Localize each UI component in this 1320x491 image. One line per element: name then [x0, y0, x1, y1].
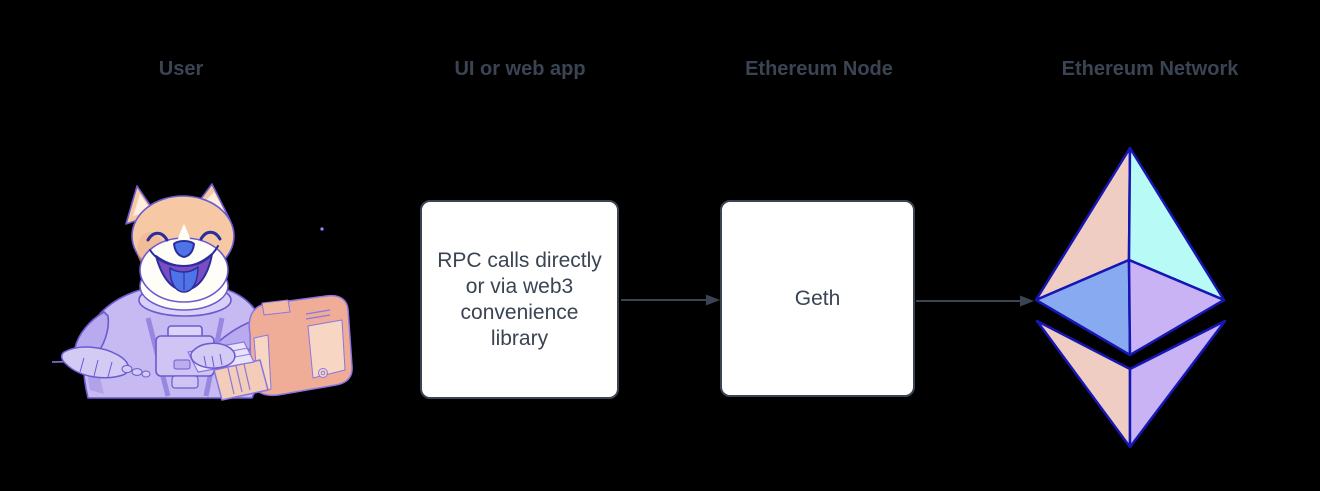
- doge-head: [125, 183, 235, 311]
- eth-face-mid-right: [1127, 258, 1226, 357]
- doge-gloves: [60, 342, 236, 379]
- arrow-geth-to-network: [916, 295, 1034, 307]
- header-ui-or-web-app: UI or web app: [454, 58, 586, 80]
- eth-face-bottom-right: [1128, 319, 1227, 449]
- doge-right-eye: [199, 230, 222, 241]
- doge-astronaut-at-computer-illustration: [51, 183, 353, 401]
- doge-left-eye: [146, 231, 169, 242]
- node-geth-label: Geth: [794, 286, 841, 310]
- sparkle-dot: [320, 227, 324, 231]
- ethereum-logo-icon: [1034, 146, 1227, 449]
- node-rpc-line-2: or via web3: [465, 274, 574, 298]
- node-rpc-line-1: RPC calls directly: [437, 248, 602, 272]
- header-ethereum-node: Ethereum Node: [745, 58, 893, 80]
- arrow-rpc-to-geth: [621, 294, 720, 306]
- node-rpc-line-3: convenience: [460, 300, 579, 324]
- node-rpc-calls: RPC calls directly or via web3 convenien…: [420, 200, 619, 399]
- node-geth: Geth: [720, 200, 915, 397]
- header-user: User: [158, 58, 204, 80]
- header-ethereum-network: Ethereum Network: [1061, 58, 1239, 80]
- node-rpc-line-4: library: [490, 326, 549, 350]
